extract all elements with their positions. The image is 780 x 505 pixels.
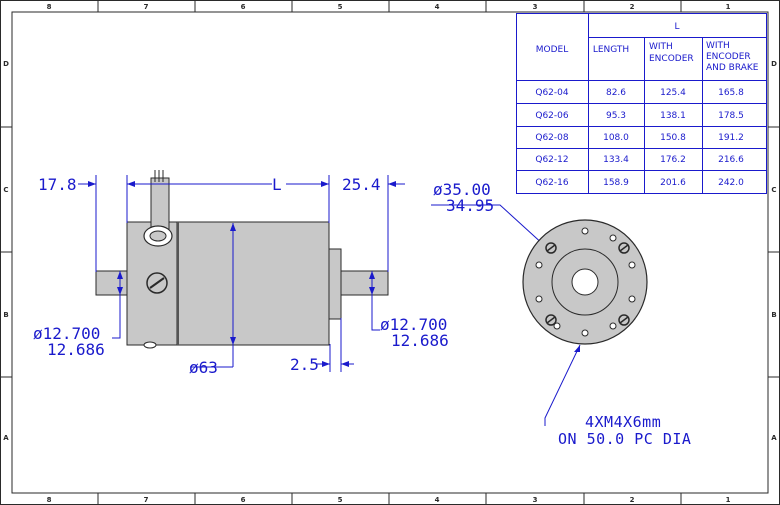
mounting-holes-note: 4XM4X6mm (585, 413, 661, 431)
table-header-brake-line1: WITH (706, 41, 730, 51)
table-header-encoder-line1: WITH (649, 42, 673, 52)
table-cell-with-encoder: 125.4 (660, 88, 686, 98)
rear-shaft (95, 270, 129, 296)
mounting-screw-icon (545, 242, 557, 254)
table-row: Q62-06 95.3 138.1 178.5 (535, 111, 744, 121)
table-cell-model: Q62-04 (535, 88, 569, 98)
table-cell-model: Q62-06 (535, 111, 569, 121)
front-shaft-diameter-max-label: ø12.700 (380, 315, 447, 334)
mounting-screw-icon (618, 314, 630, 326)
mounting-screw-icon (618, 242, 630, 254)
front-shaft-length-label: 25.4 (342, 175, 381, 194)
table-header-length: LENGTH (593, 45, 629, 55)
table-cell-with-encoder-and-brake: 191.2 (718, 133, 744, 143)
table-cell-length: 95.3 (606, 111, 626, 121)
rear-shaft-diameter-min-label: 12.686 (47, 340, 105, 359)
side-view-dimensions (78, 175, 581, 426)
front-shaft (340, 270, 389, 296)
zone-label-bottom-8: 8 (47, 496, 52, 504)
zone-label-top-1: 1 (726, 3, 731, 11)
zone-label-right-d: D (771, 60, 777, 68)
table-header-encoder-line2: ENCODER (649, 54, 694, 64)
table-group-header: L (674, 22, 679, 32)
zone-label-bottom-2: 2 (630, 496, 635, 504)
table-cell-length: 133.4 (603, 155, 629, 165)
zone-label-top-3: 3 (533, 3, 538, 11)
zone-label-top-5: 5 (338, 3, 343, 11)
front-shaft-diameter-min-label: 12.686 (391, 331, 449, 350)
zone-label-top-6: 6 (241, 3, 246, 11)
table-cell-with-encoder-and-brake: 165.8 (718, 88, 744, 98)
body-length-label: L (272, 175, 282, 194)
zone-label-right-a: A (771, 434, 777, 442)
zone-label-left-c: C (3, 186, 8, 194)
rear-shaft-diameter-max-label: ø12.700 (33, 324, 100, 343)
zone-label-top-2: 2 (630, 3, 635, 11)
table-cell-length: 82.6 (606, 88, 626, 98)
motor-body (176, 221, 330, 346)
table-cell-with-encoder-and-brake: 216.6 (718, 155, 744, 165)
zone-label-bottom-1: 1 (726, 496, 731, 504)
mounting-screw-icon (545, 314, 557, 326)
motor-side-view (95, 170, 389, 349)
table-cell-model: Q62-16 (535, 178, 569, 188)
table-cell-model: Q62-12 (535, 155, 568, 165)
model-length-table: L MODEL LENGTH WITH ENCODER WITH ENCODER… (516, 13, 767, 194)
table-cell-length: 108.0 (603, 133, 629, 143)
table-cell-with-encoder-and-brake: 242.0 (718, 178, 744, 188)
zone-label-top-4: 4 (435, 3, 440, 11)
bolt-circle-note: ON 50.0 PC DIA (558, 430, 691, 448)
zone-label-top-7: 7 (144, 3, 149, 11)
front-flange-holes (535, 227, 636, 337)
table-cell-length: 158.9 (603, 178, 629, 188)
brush-cap-screw-icon (146, 272, 168, 294)
table-cell-with-encoder: 150.8 (660, 133, 686, 143)
zone-label-top-8: 8 (47, 3, 52, 11)
pilot-depth-label: 2.5 (290, 355, 319, 374)
table-cell-model: Q62-08 (535, 133, 569, 143)
zone-label-right-b: B (771, 311, 776, 319)
zone-label-bottom-5: 5 (338, 496, 343, 504)
pilot-diameter-min-label: 34.95 (446, 196, 494, 215)
table-cell-with-encoder: 138.1 (660, 111, 686, 121)
table-grid (516, 13, 767, 194)
wire-lead (143, 170, 173, 247)
zone-label-bottom-4: 4 (435, 496, 440, 504)
zone-label-bottom-6: 6 (241, 496, 246, 504)
table-cell-with-encoder: 201.6 (660, 178, 686, 188)
table-row: Q62-04 82.6 125.4 165.8 (535, 88, 744, 98)
table-cell-with-encoder: 176.2 (660, 155, 686, 165)
table-header-brake-line3: AND BRAKE (706, 63, 759, 73)
table-model-header: MODEL (536, 45, 568, 55)
body-diameter-label: ø63 (189, 358, 218, 377)
zone-label-right-c: C (771, 186, 776, 194)
motor-front-view (522, 219, 648, 345)
front-pilot (328, 248, 342, 320)
zone-label-bottom-3: 3 (533, 496, 538, 504)
table-cell-with-encoder-and-brake: 178.5 (718, 111, 744, 121)
pilot-diameter-max-label: ø35.00 (433, 180, 491, 199)
rear-shaft-length-label: 17.8 (38, 175, 77, 194)
zone-label-bottom-7: 7 (144, 496, 149, 504)
table-row: Q62-12 133.4 176.2 216.6 (535, 155, 744, 165)
table-header-brake-line2: ENCODER (706, 52, 751, 62)
zone-label-left-b: B (3, 311, 8, 319)
table-row: Q62-16 158.9 201.6 242.0 (535, 178, 744, 188)
zone-label-left-a: A (3, 434, 9, 442)
dimension-arrowheads (88, 181, 580, 367)
zone-label-left-d: D (3, 60, 9, 68)
table-row: Q62-08 108.0 150.8 191.2 (535, 133, 744, 143)
